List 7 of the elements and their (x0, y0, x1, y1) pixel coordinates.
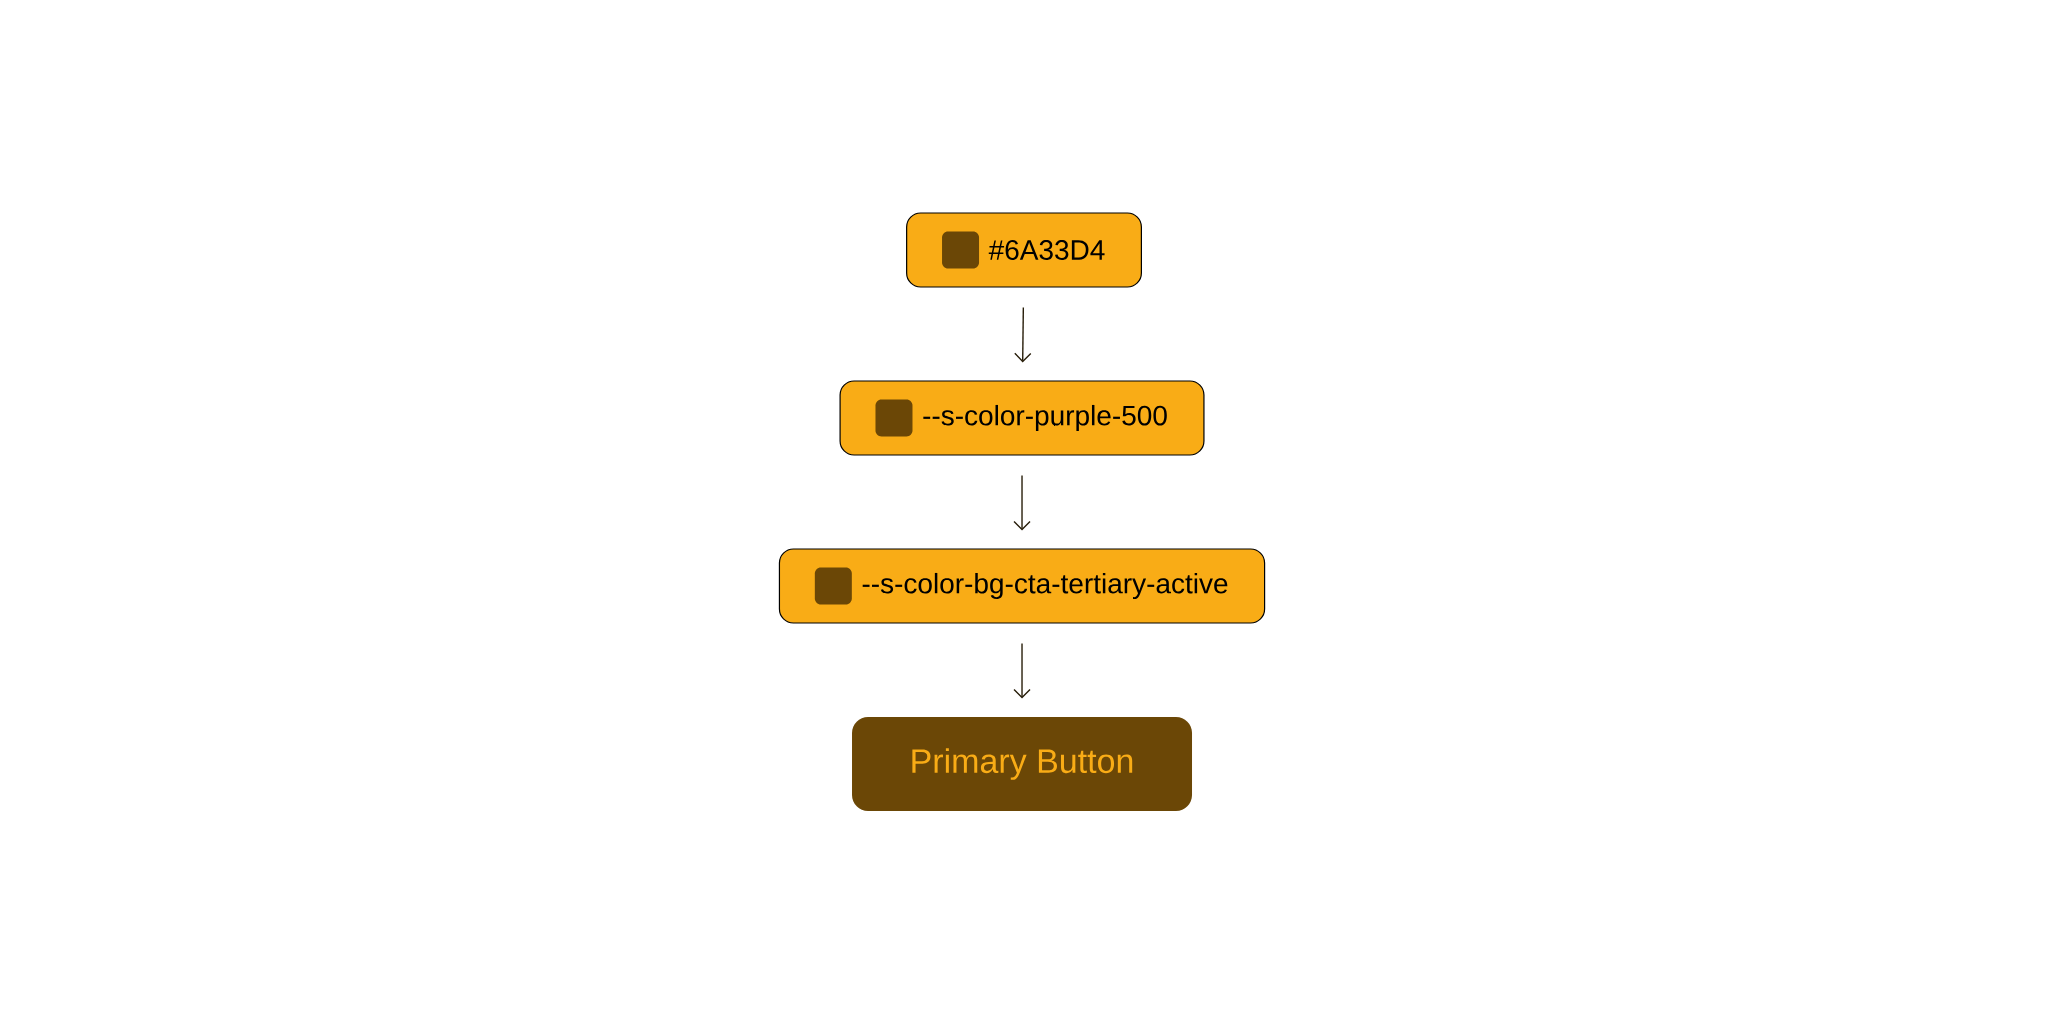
arrow (1013, 642, 1031, 699)
arrow (1014, 306, 1032, 363)
token-box: --s-color-purple-500 (839, 380, 1205, 456)
token-box: #6A33D4 (906, 212, 1142, 288)
button: Primary Button (852, 717, 1192, 811)
token-box: --s-color-bg-cta-tertiary-active (778, 548, 1266, 624)
arrow (1013, 474, 1031, 531)
